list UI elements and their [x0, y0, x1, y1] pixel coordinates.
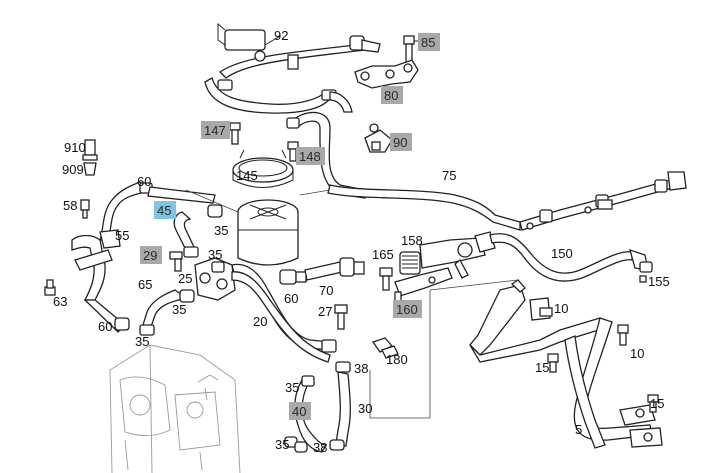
label-35-block: 35	[208, 247, 222, 262]
label-85-box: 85	[418, 33, 440, 51]
label-29-box: 29	[140, 246, 162, 264]
label-15-right: 15	[650, 396, 664, 411]
left-hose-assembly	[44, 139, 154, 333]
label-180: 180	[386, 352, 408, 367]
pipe-70	[304, 257, 365, 281]
bracket-assembly-10	[469, 279, 606, 363]
label-150: 150	[551, 246, 573, 261]
label-145: 145	[236, 168, 258, 183]
label-55: 55	[115, 228, 129, 243]
label-10-right: 10	[630, 346, 644, 361]
label-20: 20	[253, 314, 267, 329]
fitting-60	[279, 269, 307, 285]
label-45-box: 45	[154, 201, 176, 219]
bolt-165	[379, 267, 393, 291]
bolt-10-right	[617, 324, 629, 346]
label-40: 40	[292, 404, 306, 419]
fuel-rail-75	[327, 171, 687, 231]
label-60-fitting: 60	[284, 291, 298, 306]
label-40-box: 40	[289, 402, 311, 420]
label-80-box: 80	[381, 86, 403, 104]
label-29: 29	[143, 248, 157, 263]
label-5: 5	[575, 422, 582, 437]
hose-30	[294, 361, 351, 453]
part-labels: 92 145 75 910 909 60 58 35 55 35 25 63 6…	[53, 28, 670, 455]
bolt-147	[229, 122, 241, 145]
label-909: 909	[62, 162, 84, 177]
bracket-5	[564, 317, 663, 449]
label-60-top: 60	[137, 174, 151, 189]
label-27: 27	[318, 304, 332, 319]
bolt-15-mid	[547, 353, 559, 373]
bolt-85	[403, 35, 420, 63]
label-35-pump: 35	[135, 334, 149, 349]
label-158: 158	[401, 233, 423, 248]
hose-45	[147, 186, 223, 258]
bolt-27	[334, 304, 348, 330]
label-90: 90	[393, 135, 407, 150]
label-38-top: 38	[354, 361, 368, 376]
label-63: 63	[53, 294, 67, 309]
label-38-bottom: 38	[313, 440, 327, 455]
label-35-bottom: 35	[275, 437, 289, 452]
label-80: 80	[384, 88, 398, 103]
label-35-hose65: 35	[172, 302, 186, 317]
label-65: 65	[138, 277, 152, 292]
pressure-sensor-90	[364, 123, 393, 153]
label-90-box: 90	[390, 133, 412, 151]
label-30: 30	[358, 401, 372, 416]
high-pressure-pump	[109, 344, 241, 473]
label-147: 147	[204, 123, 226, 138]
hose-150	[489, 233, 653, 283]
label-75: 75	[442, 168, 456, 183]
label-165: 165	[372, 247, 394, 262]
label-35-hose40: 35	[285, 380, 299, 395]
label-70: 70	[319, 283, 333, 298]
label-92: 92	[274, 28, 288, 43]
bracket-80	[354, 59, 419, 89]
return-hose-loop	[204, 77, 366, 199]
fuel-return-line-92	[217, 22, 381, 79]
label-85: 85	[421, 35, 435, 50]
label-15-mid: 15	[535, 360, 549, 375]
label-58: 58	[63, 198, 77, 213]
filter-mounting-ring-145	[232, 149, 294, 188]
label-148: 148	[299, 149, 321, 164]
connector-block-25	[169, 251, 236, 301]
label-25: 25	[178, 271, 192, 286]
bolt-15-right	[647, 394, 659, 413]
label-147-box: 147	[201, 121, 230, 139]
fuel-filter	[237, 199, 299, 266]
fuel-line-20	[231, 263, 337, 363]
label-35-filter: 35	[214, 223, 228, 238]
label-60-bottom: 60	[98, 319, 112, 334]
hose-65	[139, 289, 195, 336]
label-910: 910	[64, 140, 86, 155]
label-155: 155	[648, 274, 670, 289]
group-outline-lines	[185, 189, 519, 419]
hose-40	[284, 375, 328, 453]
label-10-mid: 10	[554, 301, 568, 316]
label-148-box: 148	[296, 147, 325, 165]
label-45: 45	[157, 203, 171, 218]
label-160-box: 160	[393, 300, 422, 318]
clip-180	[371, 337, 399, 359]
label-160: 160	[396, 302, 418, 317]
